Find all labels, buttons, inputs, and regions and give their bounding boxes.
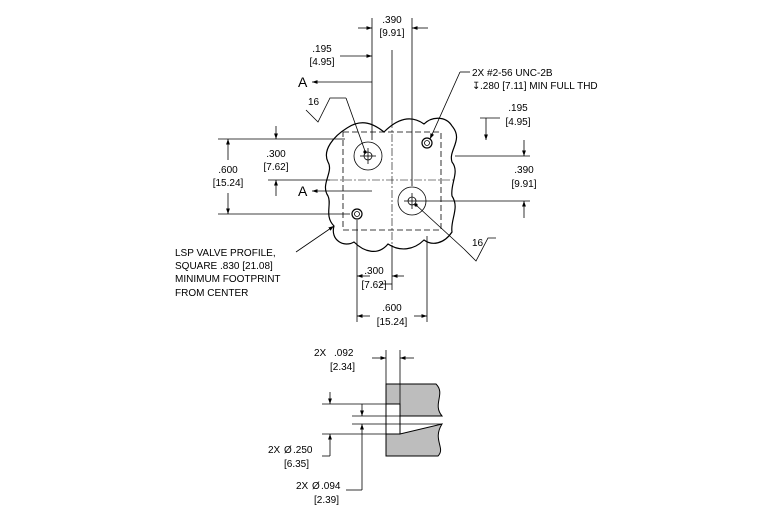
dim-390-right-metric: [9.91] [511, 179, 536, 190]
valve-profile-outline [324, 117, 458, 252]
dim-094-metric: [2.39] [314, 495, 339, 506]
surface-finish-upper-value: 16 [308, 97, 320, 108]
dim-250-diameter-symbol: Ø [284, 445, 292, 456]
thread-note-line2: .280 [7.11] MIN FULL THD [480, 81, 598, 92]
dim-250-prefix: 2X [268, 445, 281, 456]
dim-390-top-value: .390 [382, 15, 402, 26]
thread-note-line1: 2X #2-56 UNC-2B [472, 68, 553, 79]
profile-note-line3: MINIMUM FOOTPRINT [175, 274, 281, 285]
dim-390-right-value: .390 [514, 165, 534, 176]
dim-250-metric: [6.35] [284, 459, 309, 470]
dim-390-top-metric: [9.91] [379, 28, 404, 39]
dim-195-left-value: .195 [312, 44, 332, 55]
dim-600-left-metric: [15.24] [213, 178, 244, 189]
dim-600-bottom-metric: [15.24] [377, 317, 408, 328]
dim-094-prefix: 2X [296, 481, 309, 492]
dim-092-prefix: 2X [314, 348, 327, 359]
dim-195-left-metric: [4.95] [309, 57, 334, 68]
profile-note-line4: FROM CENTER [175, 288, 248, 299]
port-upper-left [353, 141, 383, 171]
dim-250-value: .250 [293, 445, 313, 456]
surface-finish-symbol-lower: 16 [414, 203, 496, 262]
dim-092-metric: [2.34] [330, 362, 355, 373]
section-view: 2X .092 [2.34] 2X Ø .250 [6.35] 2X Ø .09… [268, 348, 444, 506]
dim-300-left-value: .300 [266, 149, 286, 160]
dim-600-bottom-value: .600 [382, 303, 402, 314]
top-view: .390 [9.91] .195 [4.95] A A 16 2X #2-56 … [175, 15, 598, 328]
thread-hole-lower-left [351, 208, 363, 220]
surface-finish-symbol-upper: 16 [305, 97, 367, 154]
section-label-upper: A [298, 74, 308, 90]
profile-note-line1: LSP VALVE PROFILE, [175, 248, 276, 259]
section-bore [385, 403, 401, 435]
dim-600-left-value: .600 [218, 165, 238, 176]
surface-finish-lower-value: 16 [472, 238, 484, 249]
dim-094-diameter-symbol: Ø [312, 481, 320, 492]
thread-hole-upper-right [421, 137, 433, 149]
dim-094-value: .094 [321, 481, 341, 492]
dim-195-right-metric: [4.95] [505, 117, 530, 128]
dim-092-value: .092 [334, 348, 354, 359]
profile-note-line2: SQUARE .830 [21.08] [175, 261, 273, 272]
section-label-lower: A [298, 183, 308, 199]
depth-symbol: ↧ [472, 81, 480, 92]
dim-300-bottom-metric: [7.62] [361, 280, 386, 291]
dim-195-right-value: .195 [508, 103, 528, 114]
dim-300-left-metric: [7.62] [263, 162, 288, 173]
dim-300-bottom-value: .300 [364, 266, 384, 277]
